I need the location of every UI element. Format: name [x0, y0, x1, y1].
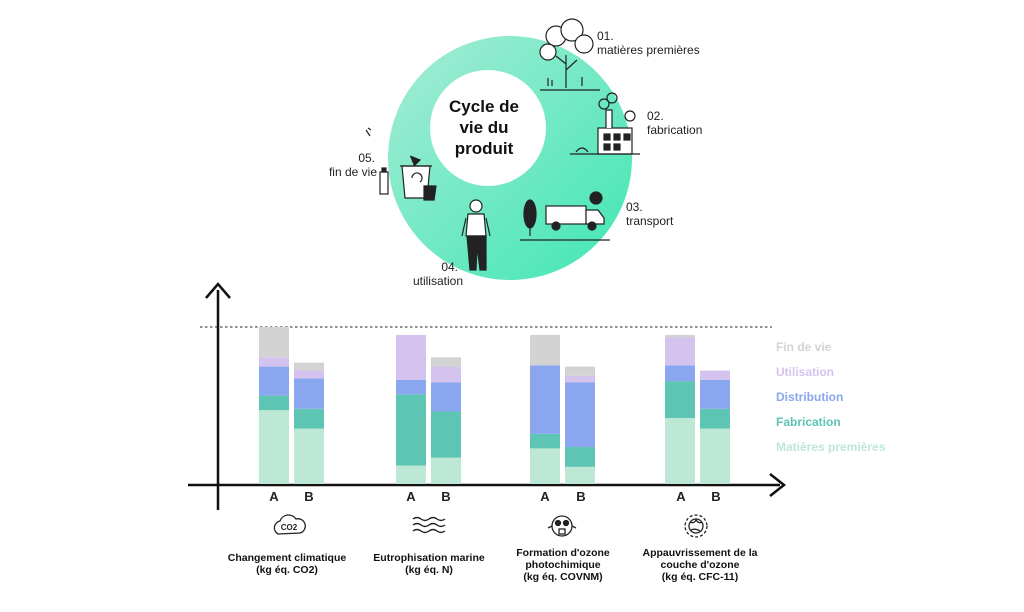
bar-c4-a-utilisation: [665, 337, 695, 366]
chart-legend: Fin de vie Utilisation Distribution Fabr…: [776, 340, 886, 454]
category-1-line-2: (kg éq. CO2): [256, 564, 318, 576]
bar-c3-a-distribution: [530, 365, 560, 434]
stage-2-number: 02.: [647, 109, 664, 123]
bar-c4-a-matieres-premieres: [665, 418, 695, 484]
legend-item-utilisation: Utilisation: [776, 365, 834, 379]
stage-2-label: fabrication: [647, 123, 702, 137]
bar-c1-b-fin-de-vie: [294, 362, 324, 371]
bar-c4-b-matieres-premieres: [700, 428, 730, 484]
bar-c3-b-distribution: [565, 382, 595, 448]
y-axis-arrow-icon: [205, 282, 231, 299]
impact-bar-chart: A B A B A B A B CO2: [188, 282, 886, 583]
bar-c2-b-distribution: [431, 382, 461, 412]
bar-label-c4-b: B: [711, 489, 720, 504]
bar-c2-a-matieres-premieres: [396, 465, 426, 484]
category-4-line-3: (kg éq. CFC-11): [662, 571, 738, 583]
bar-label-c2-a: A: [406, 489, 416, 504]
bar-c1-a-distribution: [259, 366, 289, 396]
bar-c3-b-utilisation: [565, 375, 595, 383]
legend-item-fin-de-vie: Fin de vie: [776, 340, 832, 354]
bar-label-c2-b: B: [441, 489, 450, 504]
bar-c2-a-utilisation: [396, 334, 426, 380]
bar-label-c1-a: A: [269, 489, 279, 504]
stage-5-label: fin de vie: [329, 165, 377, 179]
lifecycle-ring: Cycle de vie du produit: [388, 36, 632, 280]
bar-c2-b-fin-de-vie: [431, 357, 461, 367]
stage-4-label: utilisation: [413, 274, 463, 288]
waves-icon: [412, 516, 446, 534]
cycle-title-line-1: Cycle de: [449, 97, 519, 116]
bars-layer: [259, 327, 730, 484]
category-1-line-1: Changement climatique: [228, 552, 347, 564]
legend-item-distribution: Distribution: [776, 390, 843, 404]
ring-center: [430, 70, 546, 186]
gas-mask-icon: [547, 515, 577, 537]
bar-c3-a-fin-de-vie: [530, 334, 560, 366]
category-2-line-1: Eutrophisation marine: [373, 552, 485, 564]
stage-3-number: 03.: [626, 200, 643, 214]
bar-labels: A B A B A B A B: [269, 489, 720, 504]
category-3-line-2: photochimique: [525, 559, 600, 571]
bar-c4-b-distribution: [700, 379, 730, 409]
bar-c1-a-fin-de-vie: [259, 327, 289, 358]
category-captions: Changement climatique (kg éq. CO2) Eutro…: [228, 547, 758, 583]
bar-c2-b-fabrication: [431, 411, 461, 458]
x-axis-arrow-icon: [769, 473, 787, 497]
bar-label-c1-b: B: [304, 489, 313, 504]
stage-3-label: transport: [626, 214, 674, 228]
tree-illustration-icon: [539, 18, 600, 91]
cycle-title-line-3: produit: [455, 139, 514, 158]
bar-c1-b-utilisation: [294, 370, 324, 379]
stage-1-label: matières premières: [597, 43, 700, 57]
co2-cloud-icon: CO2: [273, 514, 306, 535]
bar-c4-b-utilisation: [700, 370, 730, 380]
stage-1-number: 01.: [597, 29, 614, 43]
bar-c1-a-utilisation: [259, 357, 289, 367]
category-3-line-1: Formation d'ozone: [516, 547, 610, 559]
bar-c1-a-fabrication: [259, 395, 289, 411]
bar-c1-b-distribution: [294, 378, 324, 409]
cycle-title-line-2: vie du: [459, 118, 508, 137]
legend-item-fabrication: Fabrication: [776, 415, 841, 429]
bar-label-c4-a: A: [676, 489, 686, 504]
category-2-line-2: (kg éq. N): [405, 564, 453, 576]
bar-c3-b-matieres-premieres: [565, 466, 595, 484]
stage-5-number: 05.: [358, 151, 375, 165]
bar-c4-a-fin-de-vie: [665, 334, 695, 338]
bar-c1-b-fabrication: [294, 408, 324, 429]
bar-c4-b-fabrication: [700, 408, 730, 429]
bar-c3-b-fabrication: [565, 447, 595, 467]
bar-c2-b-matieres-premieres: [431, 457, 461, 484]
recycling-bin-illustration-icon: [365, 127, 437, 201]
bar-c2-a-fabrication: [396, 394, 426, 466]
category-4-line-2: couche d'ozone: [661, 559, 740, 571]
bar-label-c3-b: B: [576, 489, 585, 504]
bar-c3-b-fin-de-vie: [565, 366, 595, 376]
bar-c2-a-distribution: [396, 379, 426, 395]
bar-c1-b-matieres-premieres: [294, 428, 324, 484]
legend-item-matieres-premieres: Matières premières: [776, 440, 886, 454]
bar-label-c3-a: A: [540, 489, 550, 504]
bar-c4-a-distribution: [665, 365, 695, 382]
bar-c2-b-utilisation: [431, 366, 461, 383]
truck-illustration-icon: [520, 191, 610, 241]
stage-4-number: 04.: [441, 260, 458, 274]
factory-illustration-icon: [570, 92, 640, 155]
bar-c1-a-matieres-premieres: [259, 410, 289, 484]
bar-c3-a-fabrication: [530, 433, 560, 449]
category-3-line-3: (kg éq. COVNM): [523, 571, 602, 583]
bar-c3-a-matieres-premieres: [530, 448, 560, 484]
co2-icon-text: CO2: [281, 523, 298, 532]
person-illustration-icon: [461, 199, 491, 271]
ozone-globe-icon: [684, 514, 708, 538]
category-4-line-1: Appauvrissement de la: [643, 547, 758, 559]
bar-c4-a-fabrication: [665, 381, 695, 419]
